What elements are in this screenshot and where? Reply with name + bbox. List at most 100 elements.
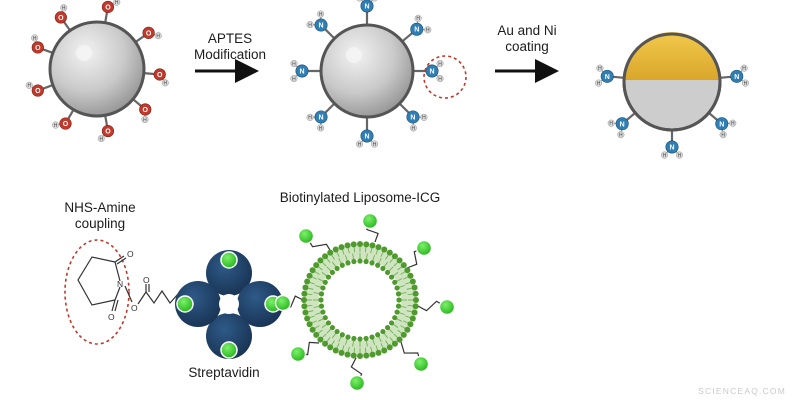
- hydroxyl-group-icon: HO: [97, 115, 115, 142]
- biotin-icon: [220, 251, 238, 269]
- amine-group-icon: HHN: [290, 59, 321, 82]
- janus-rim: [622, 32, 722, 132]
- svg-text:H: H: [292, 76, 296, 82]
- svg-text:H: H: [308, 22, 312, 28]
- silica-nanoparticle-icon: [48, 20, 146, 118]
- amine-group-icon: H HN: [660, 130, 684, 159]
- svg-text:N: N: [429, 69, 434, 76]
- svg-text:O: O: [157, 72, 163, 79]
- svg-text:H: H: [721, 132, 725, 138]
- svg-text:H: H: [426, 28, 430, 34]
- svg-text:N: N: [319, 23, 324, 30]
- svg-text:H: H: [319, 126, 323, 132]
- svg-text:H: H: [143, 117, 147, 123]
- svg-text:N: N: [719, 121, 724, 128]
- svg-text:N: N: [605, 74, 610, 81]
- svg-text:O: O: [105, 129, 111, 136]
- hydroxyl-group-icon: HO: [31, 34, 54, 54]
- svg-text:O: O: [146, 30, 152, 37]
- liposome-icon: [274, 212, 456, 392]
- hydroxyl-group-icon: HO: [25, 81, 54, 97]
- svg-text:H: H: [678, 153, 682, 159]
- svg-text:H: H: [438, 61, 442, 67]
- svg-text:H: H: [744, 81, 748, 87]
- svg-text:H: H: [115, 0, 119, 6]
- biotin-icon: [274, 294, 292, 312]
- carbonyl-oxygen-top: O: [127, 249, 134, 259]
- gold-nickel-cap: [624, 32, 720, 80]
- svg-text:H: H: [156, 34, 160, 40]
- svg-text:O: O: [143, 107, 149, 114]
- watermark: SCIENCEAQ.COM: [698, 386, 786, 396]
- svg-text:H: H: [742, 66, 746, 72]
- biotin-tether: [400, 341, 430, 373]
- amine-group-icon: HHN: [708, 112, 737, 138]
- nhs-highlight-ellipse: [64, 239, 130, 345]
- hydroxyl-group-icon: HO: [143, 68, 169, 87]
- svg-text:H: H: [663, 153, 667, 159]
- sphere-highlight: [76, 45, 92, 61]
- svg-text:N: N: [620, 121, 625, 128]
- ester-oxygen: O: [131, 303, 138, 313]
- step2-label-line1: Au and Ni: [497, 23, 556, 38]
- amine-group-icon: HHN: [306, 102, 336, 132]
- svg-text:H: H: [438, 76, 442, 82]
- step2-label-line2: coating: [505, 39, 549, 54]
- hydroxyl-group-icon: HO: [132, 98, 152, 123]
- amine-group-icon: HHN: [607, 112, 636, 138]
- streptavidin-label: Streptavidin: [188, 365, 259, 380]
- svg-text:H: H: [373, 0, 377, 2]
- biotin-tether: [415, 298, 456, 316]
- hydroxyl-group-icon: HO: [101, 0, 121, 23]
- svg-text:H: H: [292, 61, 296, 67]
- svg-text:H: H: [27, 83, 31, 89]
- svg-text:H: H: [416, 16, 420, 22]
- silica-nanoparticle-icon: [319, 23, 415, 119]
- nhs-ester-icon: O O N O O: [64, 239, 179, 345]
- svg-text:H: H: [598, 66, 602, 72]
- svg-text:O: O: [105, 4, 111, 11]
- svg-text:O: O: [35, 88, 41, 95]
- biotin-tether: [361, 212, 379, 243]
- coupling-label-line2: coupling: [75, 216, 125, 231]
- svg-text:H: H: [422, 115, 426, 121]
- amine-highlight-circle: [423, 55, 467, 99]
- svg-text:H: H: [319, 12, 323, 18]
- svg-text:H: H: [308, 115, 312, 121]
- svg-text:H: H: [373, 142, 377, 148]
- arrow-step2: Au and Ni coating: [495, 23, 559, 83]
- carbonyl-oxygen-bottom: O: [108, 312, 115, 322]
- svg-text:N: N: [319, 114, 324, 121]
- hydroxyl-group-icon: HO: [134, 26, 162, 43]
- hydroxyl-group-icon: HO: [54, 4, 71, 32]
- svg-text:H: H: [62, 6, 66, 12]
- biotin-icon: [412, 355, 430, 373]
- svg-text:H: H: [412, 126, 416, 132]
- amine-group-icon: H HN: [413, 59, 444, 82]
- biotin-icon: [348, 374, 366, 392]
- sphere-highlight: [346, 47, 362, 63]
- biotin-icon: [361, 212, 379, 230]
- step1-label-line2: Modification: [194, 47, 266, 62]
- biotin-tether: [348, 357, 366, 392]
- streptavidin-subunit-bottom: [206, 313, 252, 359]
- biotin-tether: [274, 294, 304, 312]
- svg-text:H: H: [163, 81, 167, 87]
- svg-text:N: N: [364, 134, 369, 141]
- streptavidin-tetramer-icon: [175, 250, 283, 359]
- svg-text:H: H: [609, 121, 613, 127]
- biotin-tether: [406, 239, 433, 269]
- svg-text:H: H: [99, 136, 103, 142]
- coupling-label-line1: NHS-Amine: [64, 200, 135, 215]
- biotin-icon: [220, 341, 238, 359]
- biotin-icon: [289, 345, 307, 363]
- svg-text:N: N: [669, 145, 674, 152]
- biotin-icon: [438, 298, 456, 316]
- svg-text:H: H: [33, 36, 37, 42]
- svg-text:N: N: [414, 27, 419, 34]
